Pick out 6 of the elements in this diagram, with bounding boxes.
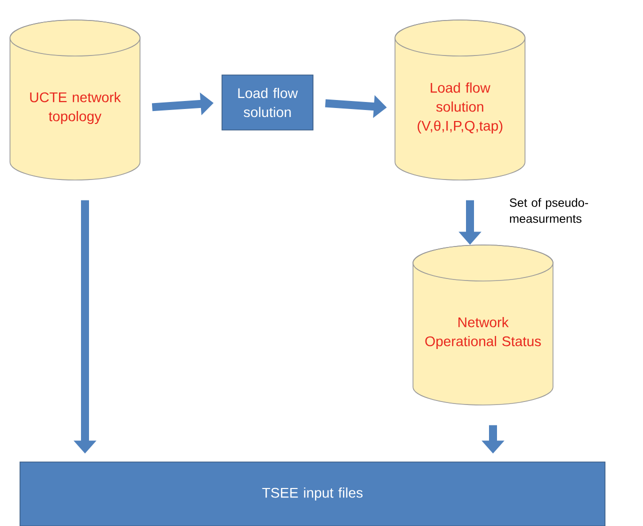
edge-label: Set of pseudo-measurments: [510, 198, 588, 223]
database-cylinder: Load flow solution (V,θ,I,P,Q,tap): [394, 20, 526, 180]
database-cylinder: UCTE network topology: [10, 20, 140, 180]
database-cylinder: Network Operational Status: [412, 244, 554, 406]
process-box: TSEE input files: [20, 462, 606, 526]
process-box: Load flow solution: [222, 74, 314, 130]
